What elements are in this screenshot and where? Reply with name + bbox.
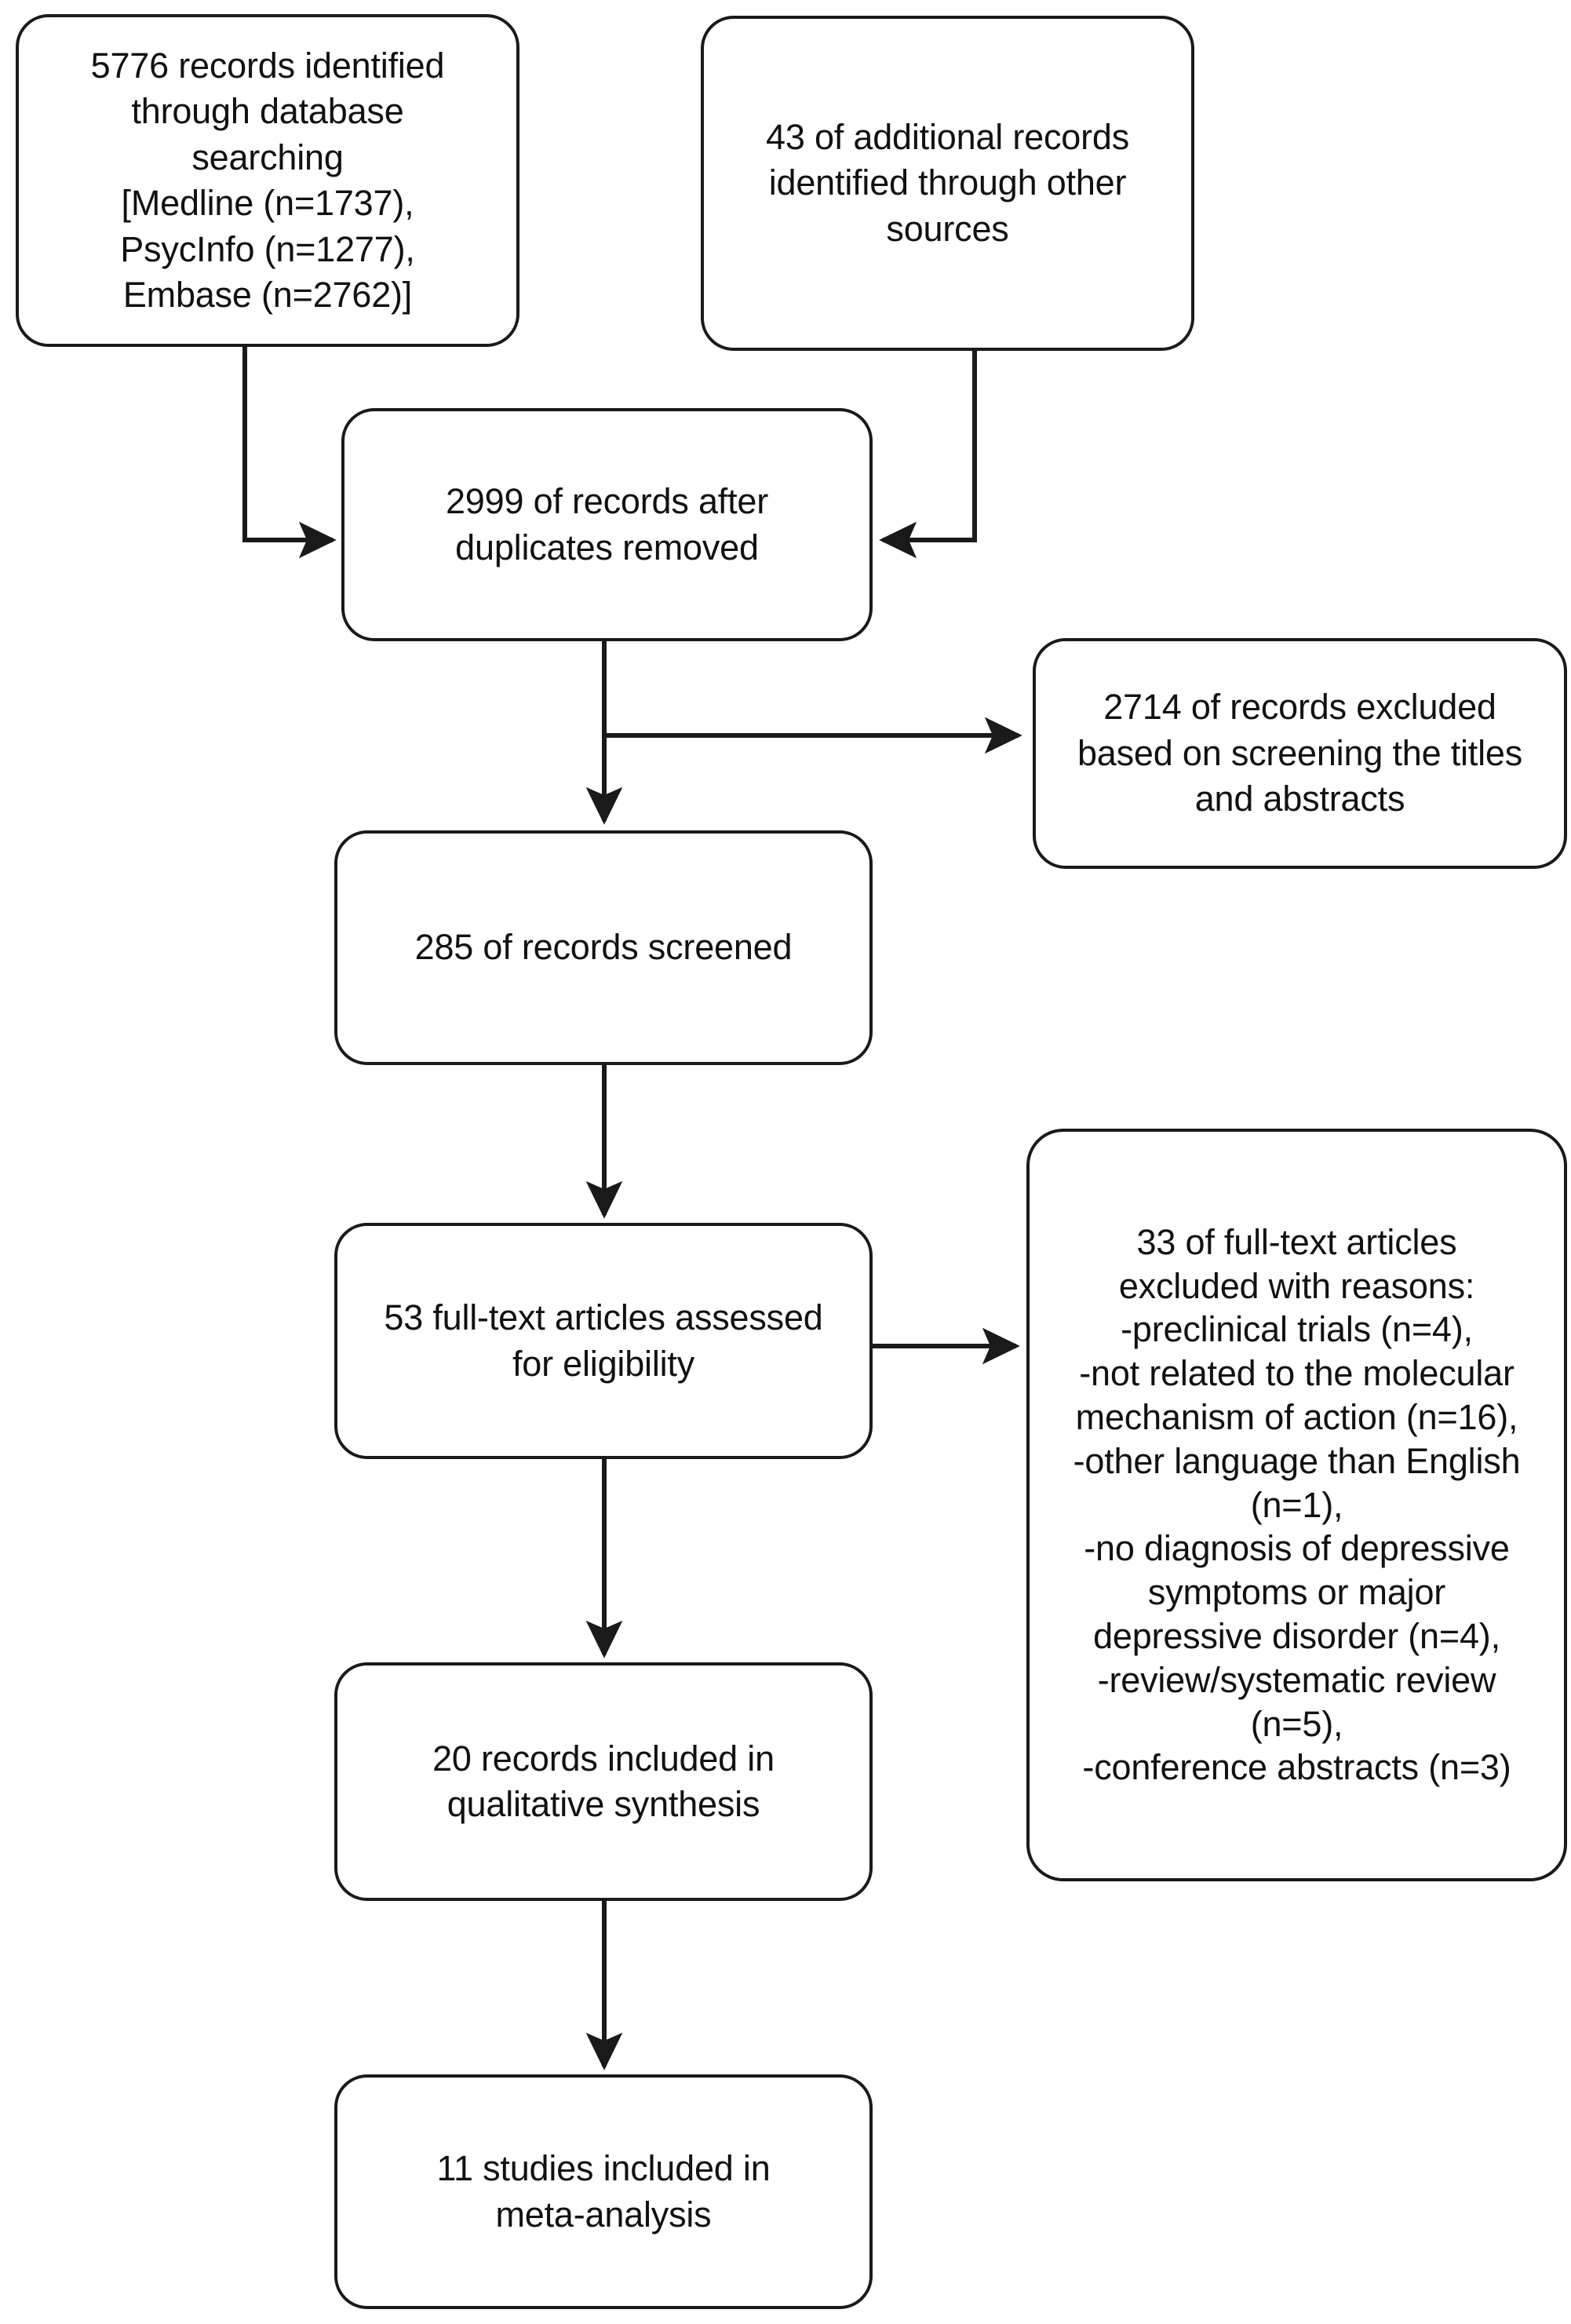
node-identified-other[interactable]	[702, 17, 1193, 349]
node-identified-database[interactable]	[17, 16, 518, 345]
node-records-excluded-screening[interactable]	[1034, 640, 1566, 867]
box-fulltext-excluded	[1026, 1129, 1567, 1881]
box-qualitative-synthesis	[334, 1662, 873, 1901]
connector-other-to-duplicates	[879, 349, 977, 559]
connector-database-to-duplicates	[242, 345, 337, 559]
node-fulltext-excluded[interactable]	[1028, 1130, 1566, 1880]
box-meta-analysis	[334, 2074, 873, 2309]
box-identified-database	[16, 14, 519, 347]
box-identified-other	[701, 16, 1194, 351]
node-fulltext-assessed[interactable]	[336, 1224, 871, 1458]
node-records-screened[interactable]	[336, 832, 871, 1063]
node-after-duplicates[interactable]	[343, 410, 871, 640]
box-fulltext-assessed	[334, 1223, 873, 1459]
node-meta-analysis[interactable]	[336, 2076, 871, 2308]
box-after-duplicates	[341, 408, 873, 641]
node-qualitative-synthesis[interactable]	[336, 1664, 871, 1899]
box-records-screened	[334, 830, 873, 1065]
box-records-excluded-screening	[1033, 638, 1567, 869]
